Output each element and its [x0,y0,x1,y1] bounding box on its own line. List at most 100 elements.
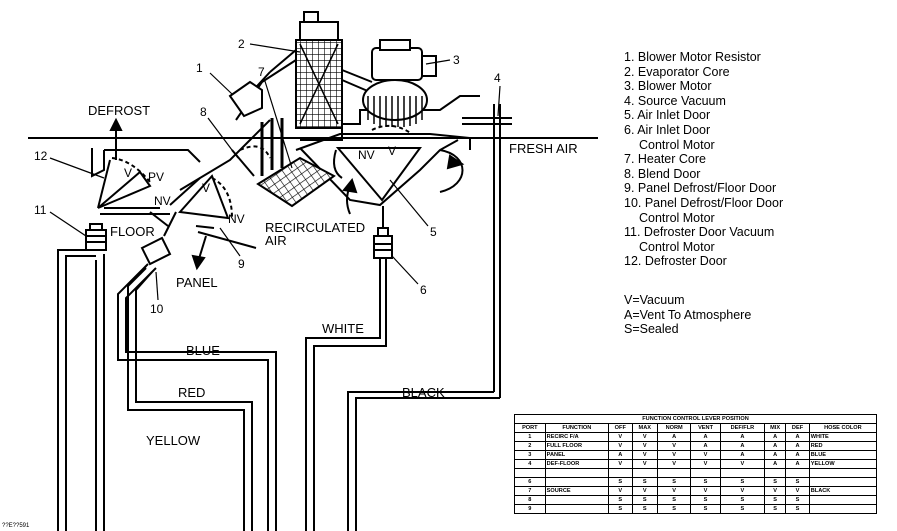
table-cell: A [785,459,810,469]
table-caption: FUNCTION CONTROL LEVER POSITION [514,414,877,424]
table-cell: A [690,432,721,442]
label-nv-defrost: NV [154,194,171,208]
table-cell: V [631,459,659,469]
table-cell: S [608,477,633,487]
legend-item: 9. Panel Defrost/Floor Door [624,181,777,196]
label-v-panel: V [202,181,210,195]
table-cell: 3 [514,450,546,460]
legend-item: 8. Blend Door [624,166,701,181]
table-header-cell: VENT [690,423,721,433]
legend-item: 3. Blower Motor [624,79,712,94]
table-cell: FULL FLOOR [544,441,610,451]
label-hose-red: RED [178,385,205,400]
legend-item: 6. Air Inlet Door [624,122,711,137]
table-cell: WHITE [808,432,878,442]
table-cell: 6 [514,477,546,487]
table-cell: S [657,477,692,487]
table-cell: S [785,495,810,505]
source-vacuum-fitting [462,104,512,398]
table-cell [808,468,878,478]
table-cell: A [763,459,787,469]
table-cell: V [608,441,633,451]
table-cell [631,468,659,478]
legend-item-continued: Control Motor [639,137,715,152]
table-cell: A [763,450,787,460]
table-cell: S [657,495,692,505]
table-cell [514,468,546,478]
callout-leaders [49,43,501,301]
table-cell [763,468,787,478]
table-header-cell: HOSE COLOR [808,423,878,433]
table-cell [690,468,721,478]
table-cell: V [631,441,659,451]
defroster-door [91,148,201,215]
table-cell [785,468,810,478]
callout-1: 1 [196,61,203,75]
table-cell: 1 [514,432,546,442]
table-cell: S [690,504,721,514]
table-cell: 7 [514,486,546,496]
table-cell: V [631,486,659,496]
table-cell: V [608,432,633,442]
table-cell: SOURCE [544,486,610,496]
table-cell: S [631,477,659,487]
table-cell: A [719,450,765,460]
legend-item: 2. Evaporator Core [624,64,730,79]
table-cell [544,495,610,505]
callout-11: 11 [34,203,47,217]
table-cell: RECIRC F/A [544,432,610,442]
blend-door [231,145,271,177]
table-cell: V [763,486,787,496]
table-cell: A [719,441,765,451]
hose-white [305,258,387,531]
vacuum-key: V=Vacuum A=Vent To Atmosphere S=Sealed [624,293,751,337]
table-cell: BLUE [808,450,878,460]
table-cell: A [608,450,633,460]
callout-8: 8 [200,105,207,119]
table-header-cell: DEF/FLR [719,423,765,433]
table-cell [808,477,878,487]
hose-blue [117,263,277,531]
table-cell: 9 [514,504,546,514]
table-cell: V [657,441,692,451]
airflow-arrows [109,117,465,271]
table-cell: S [763,504,787,514]
panel-door-control-motor [139,211,177,275]
table-cell: V [785,486,810,496]
label-nv-inlet: NV [358,148,375,162]
label-hose-black: BLACK [402,385,445,400]
key-vent: A=Vent To Atmosphere [624,307,752,322]
callout-9: 9 [238,257,245,271]
label-pv: PV [148,170,164,184]
label-floor: FLOOR [110,224,155,239]
figure-id: ??E??591 [2,523,30,529]
table-cell: 2 [514,441,546,451]
table-cell: 4 [514,459,546,469]
legend-item: 5. Air Inlet Door [624,108,711,123]
hose-yellow-2 [95,254,105,531]
table-cell [608,468,633,478]
table-cell: S [763,477,787,487]
table-cell: 8 [514,495,546,505]
legend-item-continued: Control Motor [639,210,715,225]
label-hose-blue: BLUE [186,343,220,358]
table-header-cell: MIX [763,423,787,433]
air-inlet-door [333,124,422,202]
label-v-inlet: V [388,144,396,158]
table-cell: V [690,450,721,460]
table-header-cell: MAX [631,423,659,433]
legend-item: 7. Heater Core [624,152,706,167]
table-cell: S [608,495,633,505]
table-cell: V [690,459,721,469]
label-recirculated-air: AIR [265,233,287,248]
table-cell: S [785,477,810,487]
evaporator-core [295,11,343,129]
table-cell [808,495,878,505]
table-cell: A [785,441,810,451]
table-cell: S [719,504,765,514]
